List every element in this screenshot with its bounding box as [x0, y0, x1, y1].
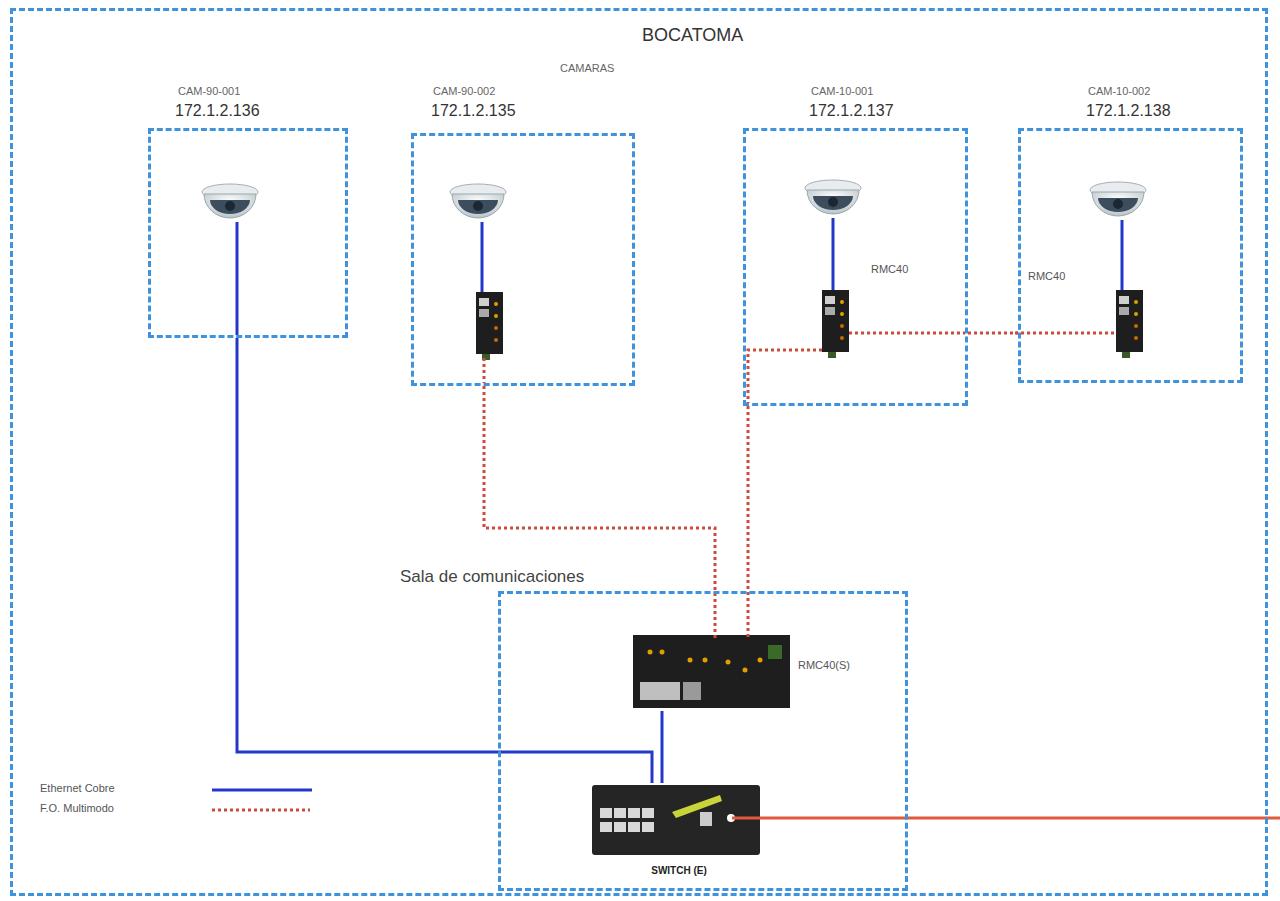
node-text: 172.1.2.136	[175, 102, 260, 120]
fiber-link	[747, 406, 750, 638]
legend-text: Ethernet Cobre	[40, 782, 115, 794]
node-title: CAM-90-002	[433, 85, 495, 98]
dashed-outline	[148, 128, 348, 338]
node-text: RMC40	[871, 263, 908, 276]
dashed-outline	[411, 133, 635, 386]
camera-box: CAM-90-001 172.1.2.136	[148, 85, 348, 338]
network-switch: SWITCH (E)	[595, 783, 763, 883]
node-title: CAM-10-002	[1088, 85, 1150, 98]
node-title: CAM-90-001	[178, 85, 240, 98]
legend-text: F.O. Multimodo	[40, 802, 114, 814]
camera-box: CAM-10-002 172.1.2.138RMC40	[1018, 85, 1243, 383]
copper-link	[661, 711, 664, 783]
node-title: BOCATOMA	[642, 25, 743, 46]
dashed-outline	[498, 591, 908, 891]
dashed-outline	[1018, 128, 1243, 383]
camera-box: CAM-10-001 172.1.2.137RMC40	[743, 85, 968, 406]
media-converter: RMC40(S)	[636, 638, 886, 711]
room-boundary: Sala de comunicacionesRMC40(S) SWITCH (E)	[398, 565, 908, 891]
fiber-link	[484, 386, 715, 638]
node-title: CAM-10-001	[811, 85, 873, 98]
dashed-outline	[743, 128, 968, 406]
section-label: CAMARAS	[560, 62, 614, 75]
node-text: 172.1.2.138	[1086, 102, 1171, 120]
copper-link	[237, 338, 652, 783]
node-title: RMC40(S)	[798, 659, 850, 672]
node-text: 172.1.2.135	[431, 102, 516, 120]
region-boundary: BOCATOMA CAM-90-001 172.1.2.136 CAM-90-002 1…	[10, 8, 1268, 896]
node-title: Sala de comunicaciones	[400, 567, 584, 587]
node-text: 172.1.2.137	[809, 102, 894, 120]
fiber-link	[968, 332, 1018, 335]
camera-box: CAM-90-002 172.1.2.135	[411, 85, 635, 386]
node-text: RMC40	[1028, 270, 1065, 283]
node-title: SWITCH (E)	[595, 865, 763, 877]
